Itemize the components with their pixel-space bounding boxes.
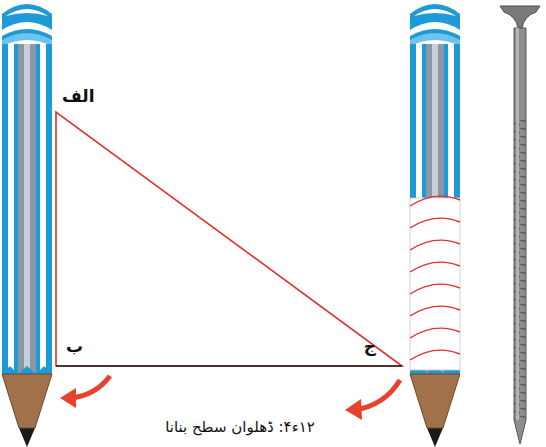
paper-triangle — [56, 112, 402, 366]
wrapped-paper — [410, 196, 460, 370]
base-line — [56, 365, 402, 366]
vertex-label: الف — [62, 86, 94, 106]
screw — [500, 6, 540, 444]
roll-arrow — [355, 380, 400, 410]
pencil — [2, 4, 52, 447]
arrow-head — [345, 399, 362, 420]
vertex-label: ج — [364, 336, 376, 356]
arrow-head — [60, 388, 76, 408]
vertex-label: ب — [66, 336, 83, 356]
figure-caption: ۱۲ء۴: ڈھلوان سطح بنانا — [165, 418, 315, 436]
pencil — [410, 4, 460, 447]
